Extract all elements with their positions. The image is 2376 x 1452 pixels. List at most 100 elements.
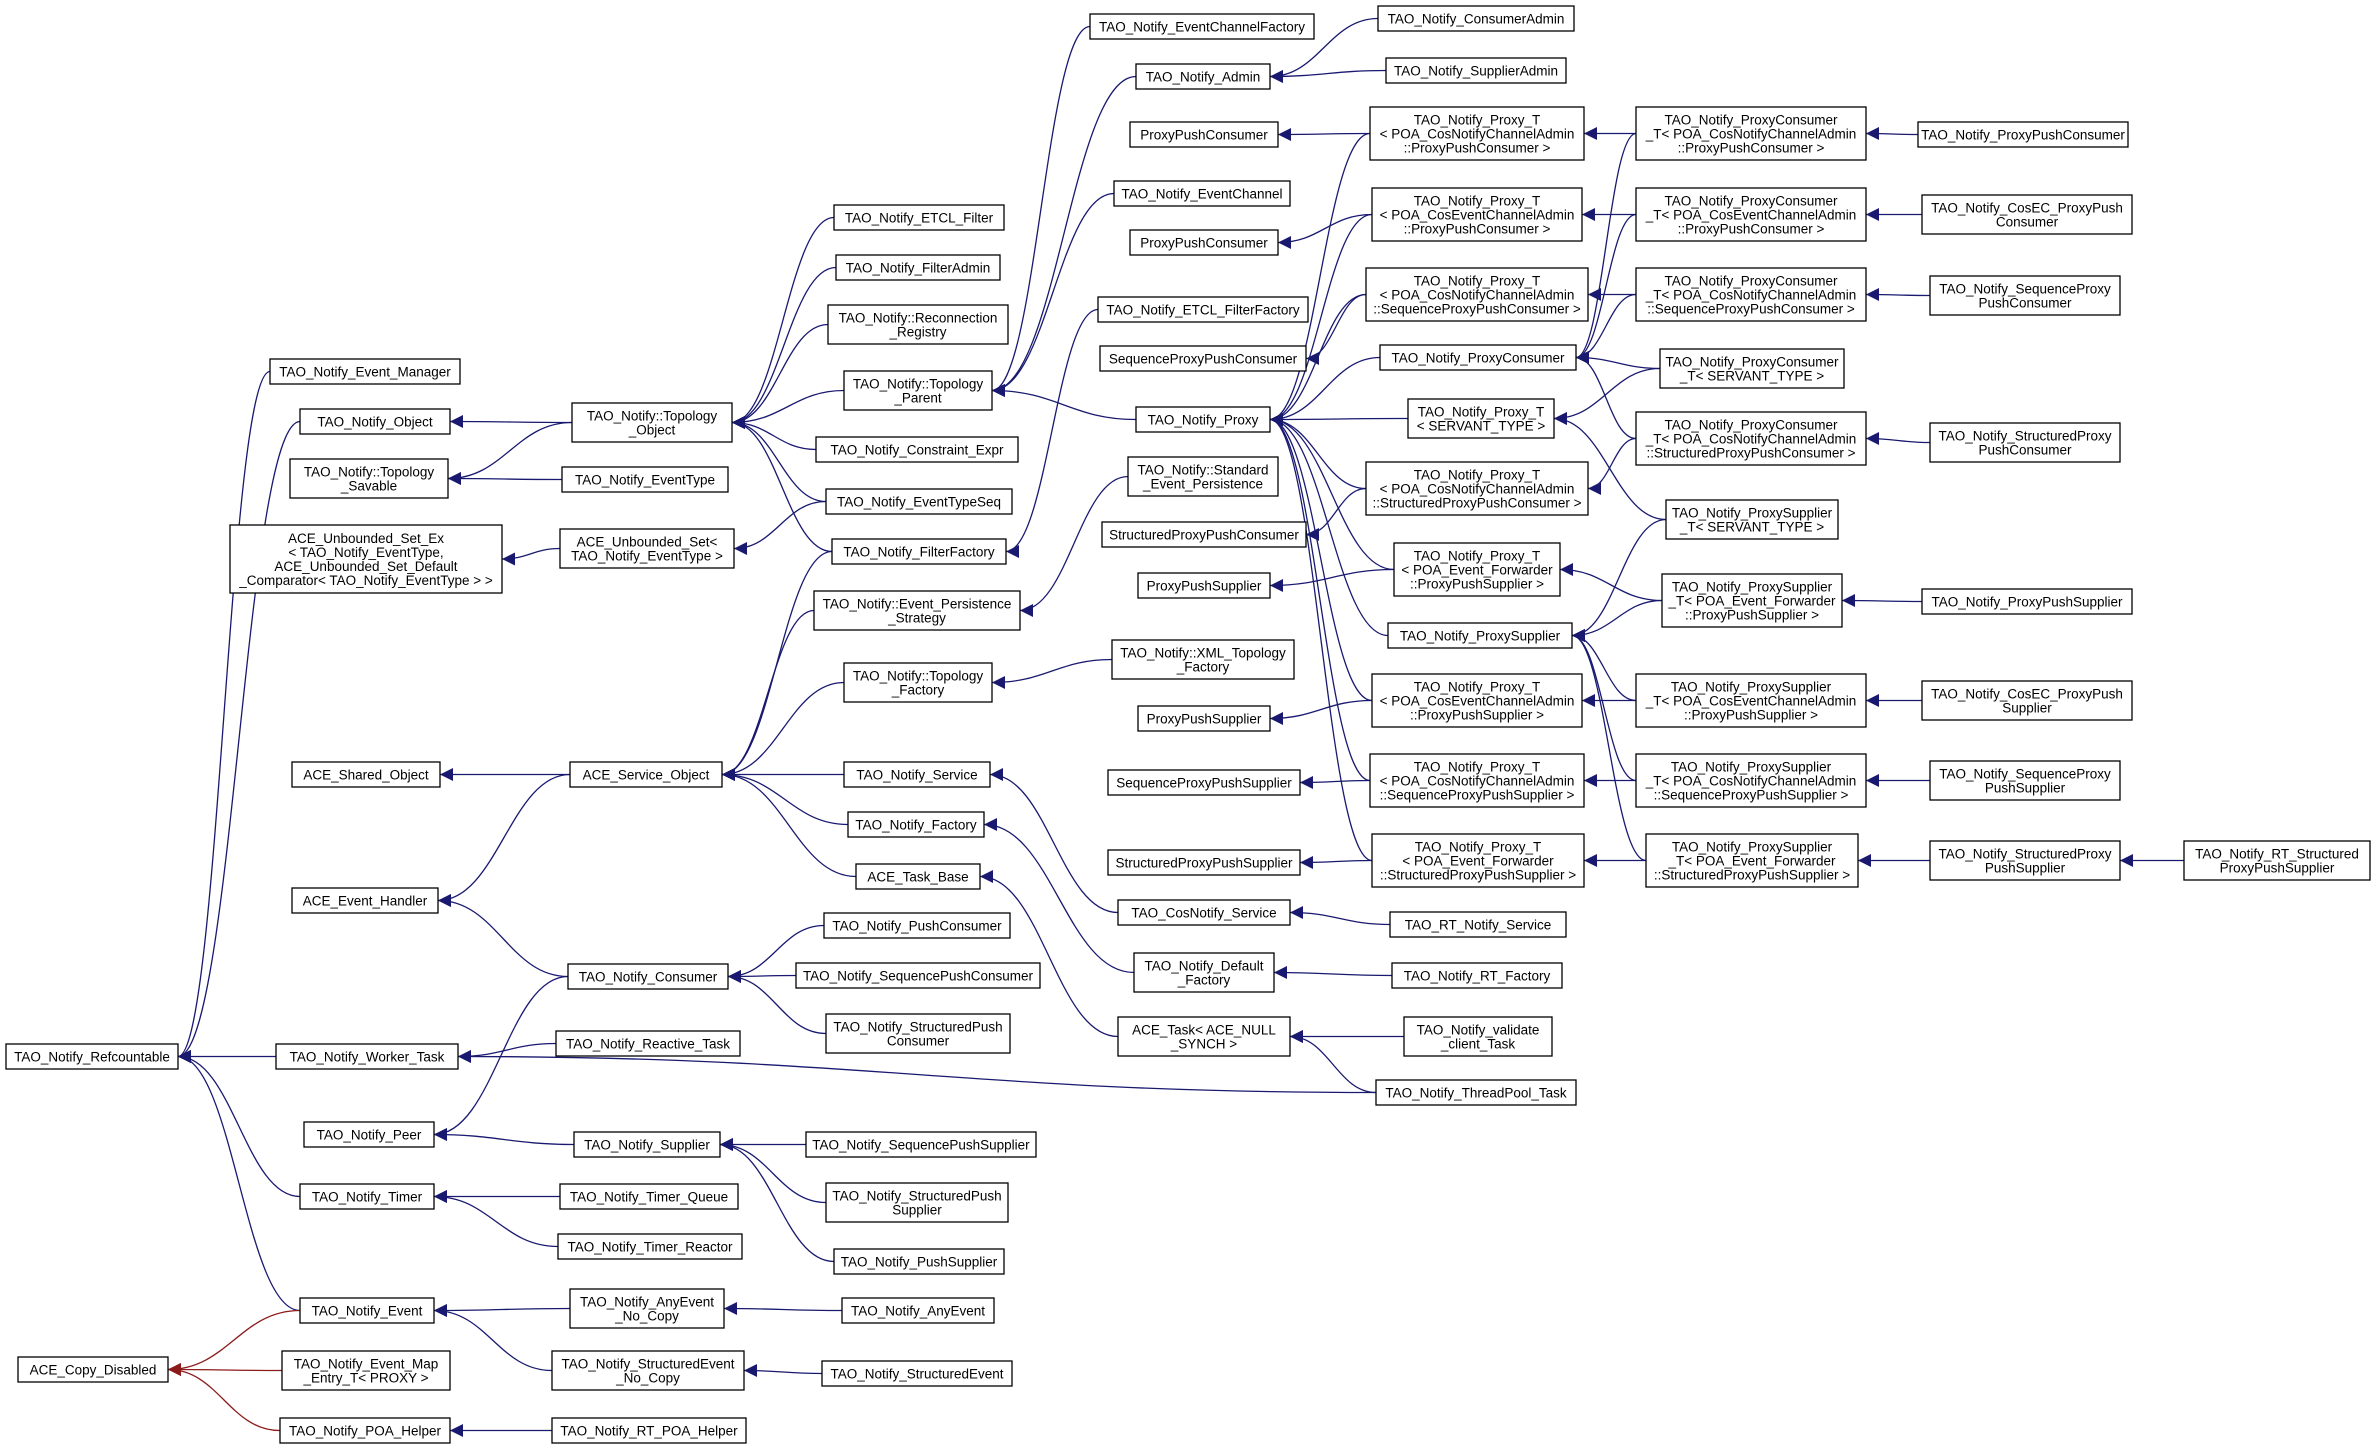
class-node-pps_b[interactable]: ProxyPushSupplier bbox=[1137, 705, 1271, 732]
class-node-xml_topology_factory[interactable]: TAO_Notify::XML_Topology_Factory bbox=[1111, 639, 1295, 680]
class-node-proxy_t_ceca_pps[interactable]: TAO_Notify_Proxy_T< POA_CosEventChannelA… bbox=[1371, 673, 1583, 728]
class-node-object[interactable]: TAO_Notify_Object bbox=[299, 408, 451, 435]
class-node-reconnection_registry[interactable]: TAO_Notify::Reconnection_Registry bbox=[827, 304, 1009, 345]
class-node-unbounded_set_ex[interactable]: ACE_Unbounded_Set_Ex< TAO_Notify_EventTy… bbox=[229, 524, 503, 594]
class-node-proxy[interactable]: TAO_Notify_Proxy bbox=[1135, 406, 1271, 433]
class-node-refcountable[interactable]: TAO_Notify_Refcountable bbox=[5, 1043, 179, 1070]
class-node-anyevent[interactable]: TAO_Notify_AnyEvent bbox=[841, 1297, 995, 1324]
class-node-peer[interactable]: TAO_Notify_Peer bbox=[303, 1121, 435, 1148]
class-node-pc_t_servant[interactable]: TAO_Notify_ProxyConsumer_T< SERVANT_TYPE… bbox=[1659, 348, 1845, 389]
class-node-sequenceproxypushconsumer[interactable]: TAO_Notify_SequenceProxyPushConsumer bbox=[1929, 275, 2121, 316]
class-node-task_base[interactable]: ACE_Task_Base bbox=[855, 863, 981, 890]
class-node-ppc_a[interactable]: ProxyPushConsumer bbox=[1129, 121, 1279, 148]
class-node-proxyconsumer[interactable]: TAO_Notify_ProxyConsumer bbox=[1379, 344, 1577, 371]
class-node-event_manager[interactable]: TAO_Notify_Event_Manager bbox=[269, 358, 461, 385]
class-node-eventchannel[interactable]: TAO_Notify_EventChannel bbox=[1113, 180, 1291, 207]
class-node-threadpool_task[interactable]: TAO_Notify_ThreadPool_Task bbox=[1375, 1079, 1577, 1106]
class-node-service_object[interactable]: ACE_Service_Object bbox=[569, 761, 723, 788]
class-node-pushsupplier[interactable]: TAO_Notify_PushSupplier bbox=[833, 1248, 1005, 1275]
class-node-validate_client_task[interactable]: TAO_Notify_validate_client_Task bbox=[1403, 1016, 1553, 1057]
class-node-event_handler[interactable]: ACE_Event_Handler bbox=[291, 887, 439, 914]
class-node-event_map_entry[interactable]: TAO_Notify_Event_Map_Entry_T< PROXY > bbox=[281, 1350, 451, 1391]
class-node-service[interactable]: TAO_Notify_Service bbox=[843, 761, 991, 788]
class-node-factory[interactable]: TAO_Notify_Factory bbox=[847, 811, 985, 838]
class-node-etcl_filterfactory[interactable]: TAO_Notify_ETCL_FilterFactory bbox=[1097, 296, 1309, 323]
class-node-unbounded_set[interactable]: ACE_Unbounded_Set< TAO_Notify_EventType … bbox=[559, 528, 735, 569]
class-node-sequencepushconsumer[interactable]: TAO_Notify_SequencePushConsumer bbox=[795, 962, 1041, 989]
class-node-rt_factory[interactable]: TAO_Notify_RT_Factory bbox=[1391, 962, 1563, 989]
class-node-ps_t_cnca_spps[interactable]: TAO_Notify_ProxySupplier_T< POA_CosNotif… bbox=[1635, 753, 1867, 808]
class-node-pc_t_cnca_stppc[interactable]: TAO_Notify_ProxyConsumer_T< POA_CosNotif… bbox=[1635, 411, 1867, 466]
class-node-ps_t_ef_pps[interactable]: TAO_Notify_ProxySupplier_T< POA_Event_Fo… bbox=[1661, 573, 1843, 628]
class-node-etcl_filter[interactable]: TAO_Notify_ETCL_Filter bbox=[833, 204, 1005, 231]
class-node-rt_structuredproxypushsupplier[interactable]: TAO_Notify_RT_StructuredProxyPushSupplie… bbox=[2183, 840, 2371, 881]
class-node-shared_object[interactable]: ACE_Shared_Object bbox=[291, 761, 441, 788]
class-node-spps[interactable]: SequenceProxyPushSupplier bbox=[1107, 769, 1301, 796]
class-node-pc_t_cnca_ppc[interactable]: TAO_Notify_ProxyConsumer_T< POA_CosNotif… bbox=[1635, 106, 1867, 161]
class-node-proxy_t_cnca_spps[interactable]: TAO_Notify_Proxy_T< POA_CosNotifyChannel… bbox=[1369, 753, 1585, 808]
class-node-event[interactable]: TAO_Notify_Event bbox=[299, 1297, 435, 1324]
class-node-proxypushsupplier[interactable]: TAO_Notify_ProxyPushSupplier bbox=[1921, 588, 2133, 615]
class-node-consumer[interactable]: TAO_Notify_Consumer bbox=[567, 963, 729, 990]
class-node-event_persistence_strategy[interactable]: TAO_Notify::Event_Persistence_Strategy bbox=[813, 590, 1021, 631]
class-node-topology_savable[interactable]: TAO_Notify::Topology_Savable bbox=[289, 458, 449, 499]
class-node-pc_t_ceca_ppc[interactable]: TAO_Notify_ProxyConsumer_T< POA_CosEvent… bbox=[1635, 187, 1867, 242]
class-node-poa_helper[interactable]: TAO_Notify_POA_Helper bbox=[279, 1417, 451, 1444]
class-node-pps_a[interactable]: ProxyPushSupplier bbox=[1137, 572, 1271, 599]
class-node-structuredproxypushconsumer[interactable]: TAO_Notify_StructuredProxyPushConsumer bbox=[1929, 422, 2121, 463]
class-node-proxy_t_cnca_stppc[interactable]: TAO_Notify_Proxy_T< POA_CosNotifyChannel… bbox=[1365, 461, 1589, 516]
class-node-ps_t_ef_stpps[interactable]: TAO_Notify_ProxySupplier_T< POA_Event_Fo… bbox=[1645, 833, 1859, 888]
class-node-stpps[interactable]: StructuredProxyPushSupplier bbox=[1107, 849, 1301, 876]
class-node-proxy_t_ceca_ppc[interactable]: TAO_Notify_Proxy_T< POA_CosEventChannelA… bbox=[1371, 187, 1583, 242]
class-node-consumeradmin[interactable]: TAO_Notify_ConsumerAdmin bbox=[1377, 5, 1575, 32]
class-node-cosec_proxypushsupplier[interactable]: TAO_Notify_CosEC_ProxyPushSupplier bbox=[1921, 680, 2133, 721]
class-node-proxy_t_cnca_sppc[interactable]: TAO_Notify_Proxy_T< POA_CosNotifyChannel… bbox=[1365, 267, 1589, 322]
class-node-supplieradmin[interactable]: TAO_Notify_SupplierAdmin bbox=[1385, 57, 1567, 84]
class-node-filteradmin[interactable]: TAO_Notify_FilterAdmin bbox=[835, 254, 1001, 281]
class-node-ppc_b[interactable]: ProxyPushConsumer bbox=[1129, 229, 1279, 256]
class-node-anyevent_nocopy[interactable]: TAO_Notify_AnyEvent_No_Copy bbox=[569, 1288, 725, 1329]
class-node-timer_reactor[interactable]: TAO_Notify_Timer_Reactor bbox=[557, 1233, 743, 1260]
class-node-cosec_proxypushconsumer[interactable]: TAO_Notify_CosEC_ProxyPushConsumer bbox=[1921, 194, 2133, 235]
class-node-admin[interactable]: TAO_Notify_Admin bbox=[1135, 63, 1271, 90]
class-node-structuredproxypushsupplier[interactable]: TAO_Notify_StructuredProxyPushSupplier bbox=[1929, 840, 2121, 881]
class-node-timer[interactable]: TAO_Notify_Timer bbox=[299, 1183, 435, 1210]
class-node-timer_queue[interactable]: TAO_Notify_Timer_Queue bbox=[559, 1183, 739, 1210]
class-node-proxypushconsumer[interactable]: TAO_Notify_ProxyPushConsumer bbox=[1917, 121, 2129, 148]
class-node-sppc[interactable]: SequenceProxyPushConsumer bbox=[1099, 345, 1307, 372]
class-node-copy_disabled[interactable]: ACE_Copy_Disabled bbox=[17, 1356, 169, 1383]
class-node-ps_t_ceca_pps[interactable]: TAO_Notify_ProxySupplier_T< POA_CosEvent… bbox=[1635, 673, 1867, 728]
class-node-sequenceproxypushsupplier[interactable]: TAO_Notify_SequenceProxyPushSupplier bbox=[1929, 760, 2121, 801]
class-node-proxy_t_servant[interactable]: TAO_Notify_Proxy_T< SERVANT_TYPE > bbox=[1407, 398, 1555, 439]
class-node-eventchannelfactory[interactable]: TAO_Notify_EventChannelFactory bbox=[1089, 13, 1315, 40]
class-node-supplier[interactable]: TAO_Notify_Supplier bbox=[573, 1131, 721, 1158]
class-node-default_factory[interactable]: TAO_Notify_Default_Factory bbox=[1133, 952, 1275, 993]
class-node-stppc[interactable]: StructuredProxyPushConsumer bbox=[1101, 521, 1307, 548]
class-node-rt_poa_helper[interactable]: TAO_Notify_RT_POA_Helper bbox=[551, 1417, 747, 1444]
class-node-topology_object[interactable]: TAO_Notify::Topology_Object bbox=[571, 402, 733, 443]
class-node-worker_task[interactable]: TAO_Notify_Worker_Task bbox=[275, 1043, 459, 1070]
class-node-constraint_expr[interactable]: TAO_Notify_Constraint_Expr bbox=[815, 436, 1019, 463]
class-node-ace_task[interactable]: ACE_Task< ACE_NULL_SYNCH > bbox=[1117, 1016, 1291, 1057]
class-node-reactive_task[interactable]: TAO_Notify_Reactive_Task bbox=[555, 1030, 741, 1057]
class-node-eventtypeseq[interactable]: TAO_Notify_EventTypeSeq bbox=[825, 488, 1013, 515]
class-node-proxysupplier[interactable]: TAO_Notify_ProxySupplier bbox=[1387, 622, 1573, 649]
class-node-rt_notify_service[interactable]: TAO_RT_Notify_Service bbox=[1389, 911, 1567, 938]
class-node-filterfactory[interactable]: TAO_Notify_FilterFactory bbox=[831, 538, 1007, 565]
class-node-pc_t_cnca_sppc[interactable]: TAO_Notify_ProxyConsumer_T< POA_CosNotif… bbox=[1635, 267, 1867, 322]
class-node-ps_t_servant[interactable]: TAO_Notify_ProxySupplier_T< SERVANT_TYPE… bbox=[1665, 499, 1839, 540]
class-node-topology_parent[interactable]: TAO_Notify::Topology_Parent bbox=[843, 370, 993, 411]
class-node-proxy_t_ef_pps[interactable]: TAO_Notify_Proxy_T< POA_Event_Forwarder:… bbox=[1393, 542, 1561, 597]
class-node-topology_factory[interactable]: TAO_Notify::Topology_Factory bbox=[843, 662, 993, 703]
class-node-sequencepushsupplier[interactable]: TAO_Notify_SequencePushSupplier bbox=[805, 1131, 1037, 1158]
class-node-pushconsumer[interactable]: TAO_Notify_PushConsumer bbox=[823, 912, 1011, 939]
class-node-proxy_t_ef_stpps[interactable]: TAO_Notify_Proxy_T< POA_Event_Forwarder:… bbox=[1371, 833, 1585, 888]
class-node-proxy_t_cnca_ppc[interactable]: TAO_Notify_Proxy_T< POA_CosNotifyChannel… bbox=[1369, 106, 1585, 161]
class-node-structuredevent_nocopy[interactable]: TAO_Notify_StructuredEvent_No_Copy bbox=[551, 1350, 745, 1391]
class-node-standard_event_persistence[interactable]: TAO_Notify::Standard_Event_Persistence bbox=[1127, 456, 1279, 497]
class-node-eventtype[interactable]: TAO_Notify_EventType bbox=[561, 466, 729, 493]
class-node-structuredevent[interactable]: TAO_Notify_StructuredEvent bbox=[821, 1360, 1013, 1387]
class-node-cosnotify_service[interactable]: TAO_CosNotify_Service bbox=[1117, 899, 1291, 926]
